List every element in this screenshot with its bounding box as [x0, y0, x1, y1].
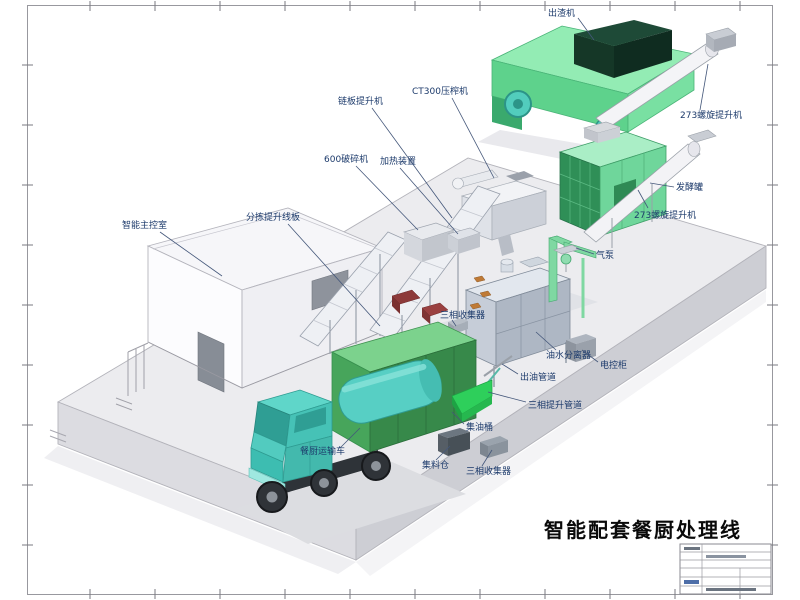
svg-text:273螺旋提升机: 273螺旋提升机 [634, 209, 696, 221]
slag-hopper-opening [574, 20, 672, 78]
railing [115, 342, 149, 411]
svg-text:三相提升管道: 三相提升管道 [528, 399, 582, 411]
separator-unit [464, 235, 597, 387]
svg-text:链板提升机: 链板提升机 [338, 95, 383, 107]
control-cabinet [566, 334, 596, 362]
label-heating-device: 加热装置 [380, 155, 459, 235]
svg-text:集油桶: 集油桶 [466, 421, 493, 433]
label-sorting-elevator: 分拣提升线板 [246, 211, 381, 327]
label-oil-outlet-pipe: 出油管道 [501, 363, 556, 383]
transport-truck [236, 321, 478, 544]
title-block [679, 543, 772, 595]
svg-text:273螺旋提升机: 273螺旋提升机 [680, 109, 742, 121]
callouts: 出渣机 273螺旋提升机 发酵罐 273螺旋提升机 气泵 CT300压榨机 链板… [122, 7, 742, 477]
label-oil-barrel: 集油桶 [451, 411, 493, 433]
label-slag-discharger: 出渣机 [548, 7, 595, 41]
svg-text:油水分离器: 油水分离器 [546, 349, 591, 361]
label-transport-truck: 餐厨运输车 [300, 427, 361, 457]
label-600-crusher: 600破碎机 [324, 153, 419, 231]
label-three-phase-collector-1: 三相收集器 [440, 309, 485, 327]
label-screw-elevator-lower: 273螺旋提升机 [634, 189, 696, 221]
oil-outlet-pipe [483, 355, 513, 377]
label-fermentation-tank: 发酵罐 [649, 181, 703, 193]
label-material-bin: 集料仓 [422, 445, 451, 471]
label-three-phase-collector-2: 三相收集器 [466, 449, 511, 477]
screw-elevator-upper [595, 27, 737, 129]
drive-unit-red [391, 289, 449, 324]
label-three-phase-lift-pipe: 三相提升管道 [487, 391, 582, 411]
svg-text:出油管道: 出油管道 [520, 371, 556, 383]
svg-text:集料仓: 集料仓 [422, 459, 449, 471]
svg-text:餐厨运输车: 餐厨运输车 [300, 445, 345, 457]
svg-text:出渣机: 出渣机 [548, 7, 575, 19]
drawing-title: 智能配套餐厨处理线 [544, 518, 742, 542]
svg-text:600破碎机: 600破碎机 [324, 153, 368, 165]
label-control-cabinet: 电控柜 [581, 349, 627, 371]
label-screw-elevator-upper: 273螺旋提升机 [680, 63, 742, 121]
svg-text:发酵罐: 发酵罐 [676, 181, 703, 193]
chain-conveyors [299, 185, 501, 354]
truck-wheels [256, 451, 391, 513]
label-chain-plate-elevator: 链板提升机 [338, 95, 453, 219]
label-air-pump: 气泵 [575, 247, 614, 261]
door-opening [197, 331, 225, 393]
label-oil-water-separator: 油水分离器 [535, 331, 591, 361]
svg-text:气泵: 气泵 [596, 249, 614, 261]
three-phase-collector-box [480, 436, 508, 458]
air-pump [553, 244, 581, 272]
material-bin [438, 428, 470, 456]
valve-fittings [469, 275, 492, 310]
svg-text:三相收集器: 三相收集器 [466, 465, 511, 477]
svg-text:分拣提升线板: 分拣提升线板 [246, 211, 300, 223]
svg-text:加热装置: 加热装置 [380, 155, 416, 167]
receiving-hopper [451, 379, 493, 422]
label-control-room: 智能主控室 [122, 219, 223, 277]
svg-text:三相收集器: 三相收集器 [440, 309, 485, 321]
tank-cylinder [338, 359, 442, 424]
svg-text:电控柜: 电控柜 [600, 359, 627, 371]
heating-device [447, 227, 481, 254]
label-ct300-press: CT300压榨机 [412, 85, 495, 179]
control-room [115, 207, 384, 411]
screw-elevator-lower [583, 129, 717, 248]
crusher [402, 222, 456, 262]
svg-text:智能主控室: 智能主控室 [122, 219, 167, 231]
svg-text:CT300压榨机: CT300压榨机 [412, 85, 468, 97]
